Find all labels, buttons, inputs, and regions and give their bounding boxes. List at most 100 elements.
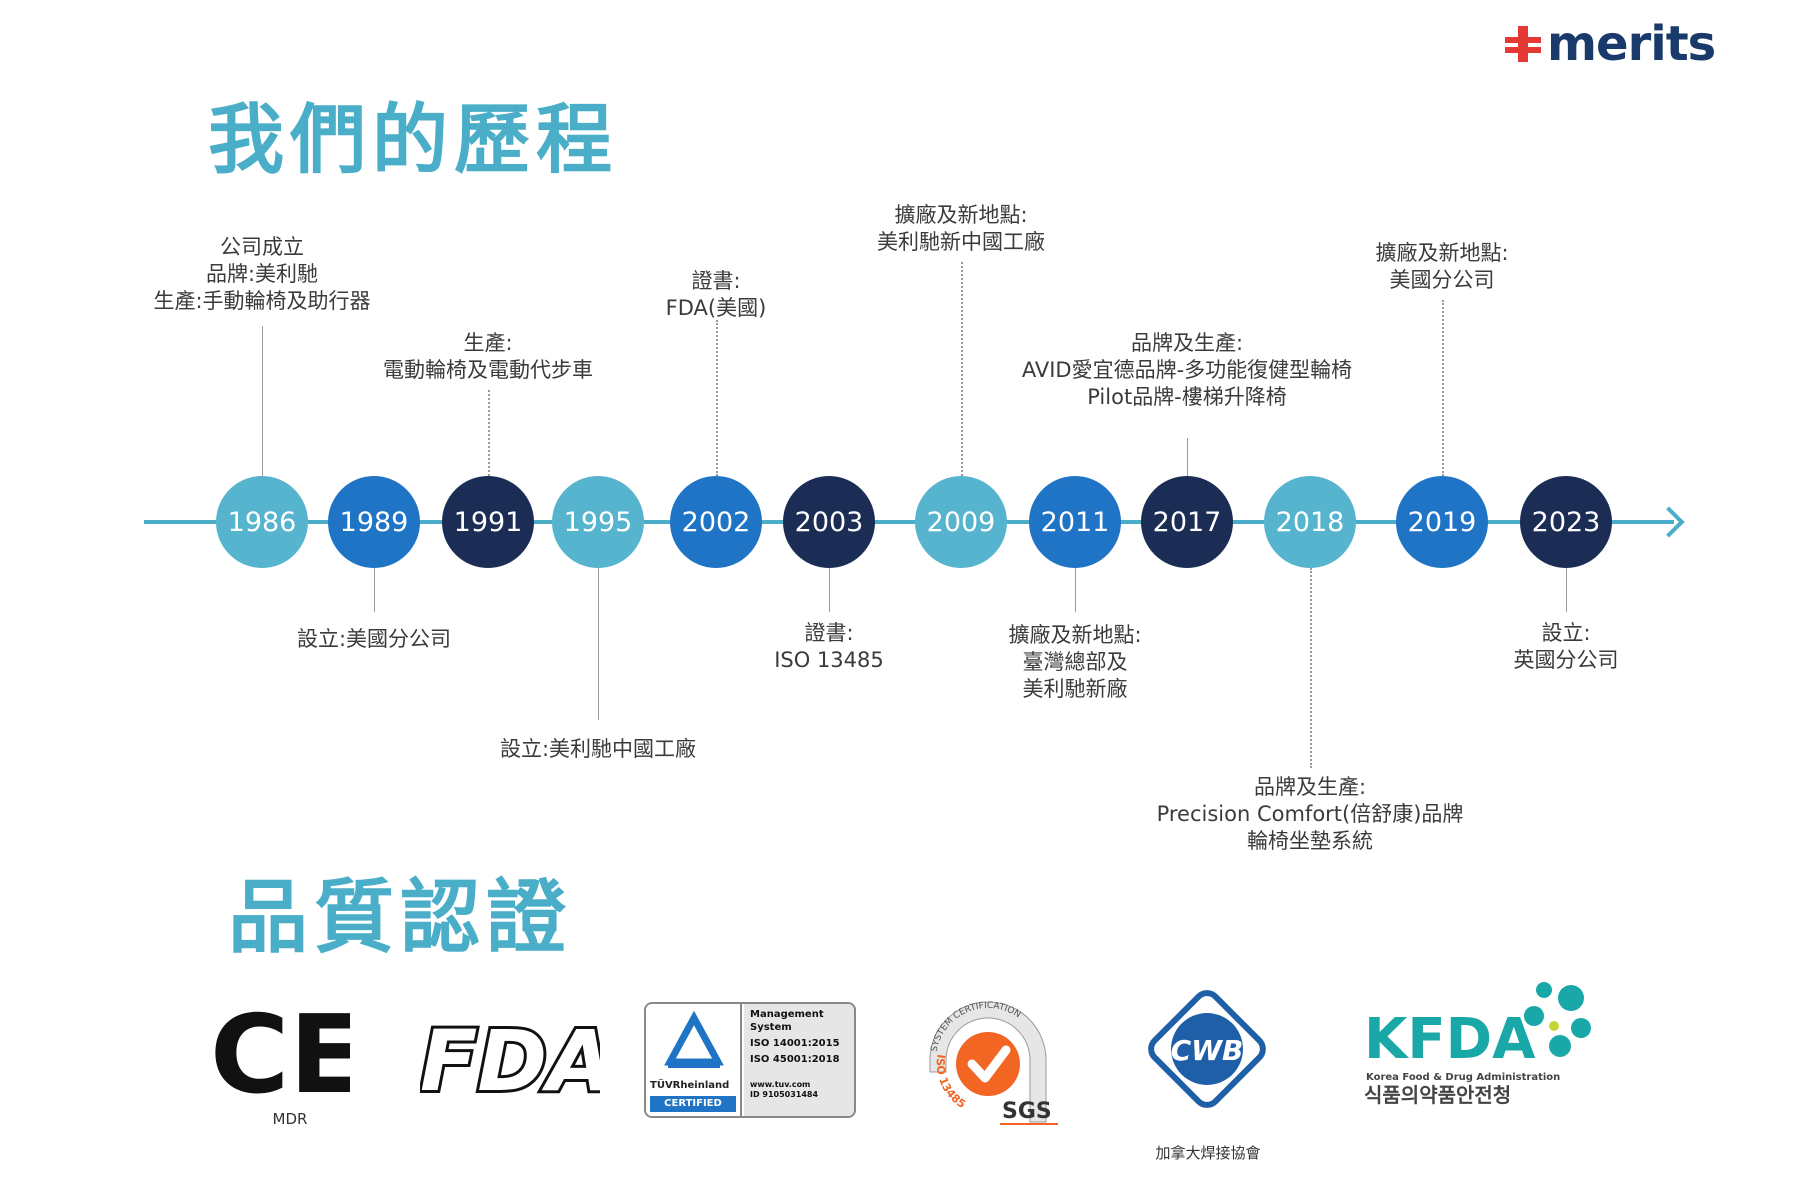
year-node-2019: 2019 [1396,476,1488,568]
kfda-icon: KFDA Korea Food & Drug Administration 식품… [1364,982,1591,1107]
sgs-icon: SYSTEM CERTIFICATION ISO 13485 SGS [929,1001,1058,1125]
event-2019: 擴廠及新地點: 美國分公司 [1182,240,1702,294]
ce-icon: CE [210,993,363,1118]
connector-2023 [1566,568,1567,612]
event-line: 品牌及生產: [1130,331,1244,355]
event-2009: 擴廠及新地點: 美利馳新中國工廠 [701,202,1221,256]
cwb-caption: 加拿大焊接協會 [1155,1144,1261,1162]
event-line: 公司成立 [220,235,304,259]
tuv-line: Management [750,1009,824,1020]
year-node-2002: 2002 [670,476,762,568]
year-node-2011: 2011 [1029,476,1121,568]
tuv-badge: CERTIFIED [650,1096,736,1112]
event-2018: 品牌及生產: Precision Comfort(倍舒康)品牌 輪椅坐墊系統 [1050,774,1570,855]
year-node-1991: 1991 [442,476,534,568]
svg-text:SGS: SGS [1002,1099,1052,1124]
history-title: 我們的歷程 [208,95,618,184]
merits-logo: merits [1503,16,1716,72]
event-line: 美國分公司 [1389,268,1495,292]
event-line: 設立:美利馳中國工廠 [499,737,697,761]
connector-1989 [374,568,375,612]
year-node-2003: 2003 [783,476,875,568]
year-node-2017: 2017 [1141,476,1233,568]
event-1991: 生產: 電動輪椅及電動代步車 [228,330,748,384]
event-line: 美利馳新中國工廠 [877,230,1045,254]
event-line: 輪椅坐墊系統 [1247,829,1373,853]
event-line: ISO 13485 [774,648,884,672]
fda-logo: FDA [417,1009,615,1113]
svg-text:식품의약품안전청: 식품의약품안전청 [1364,1083,1511,1107]
sgs-iso13485-logo: SYSTEM CERTIFICATION ISO 13485 SGS [908,982,1068,1136]
event-line: 生產:手動輪椅及助行器 [153,289,371,313]
connector-2018 [1310,568,1312,768]
connector-1995 [598,568,599,720]
tuv-footer: ID 9105031484 [750,1090,819,1099]
event-line: 品牌及生產: [1253,775,1367,799]
event-2011: 擴廠及新地點: 臺灣總部及 美利馳新廠 [815,622,1335,703]
event-line: 美利馳新廠 [1022,677,1128,701]
event-1986: 公司成立 品牌:美利馳 生產:手動輪椅及助行器 [2,234,522,315]
fda-icon: FDA [417,1009,615,1113]
kfda-logo: KFDA Korea Food & Drug Administration 식품… [1364,976,1604,1120]
logo-text: merits [1547,16,1716,72]
connector-1991 [488,390,490,476]
year-node-1986: 1986 [216,476,308,568]
event-line: 設立: [1541,621,1591,645]
event-line: 品牌:美利馳 [205,262,319,286]
event-2002: 證書: FDA(美國) [456,268,976,322]
event-line: Pilot品牌-樓梯升降椅 [1087,385,1287,409]
year-node-1995: 1995 [552,476,644,568]
tuv-line: ISO 45001:2018 [750,1054,840,1065]
event-line: 臺灣總部及 [1022,650,1128,674]
svg-text:FDA: FDA [420,1020,600,1100]
tuv-brand: TÜVRheinland [650,1080,730,1091]
cwb-logo: CWB [1140,982,1274,1120]
svg-text:Korea Food & Drug Administrati: Korea Food & Drug Administration [1366,1072,1560,1083]
svg-text:CE: CE [210,1004,350,1104]
event-line: 擴廠及新地點: [894,203,1028,227]
tuv-right-panel: Management System ISO 14001:2015 ISO 450… [744,1004,854,1116]
connector-2002 [716,320,718,476]
svg-text:KFDA: KFDA [1364,1007,1536,1072]
tuv-left-panel: TÜVRheinland CERTIFIED [646,1004,742,1116]
svg-text:CWB: CWB [1171,1034,1244,1067]
event-line: 生產: [463,331,513,355]
tuv-line: ISO 14001:2015 [750,1038,840,1049]
event-line: 擴廠及新地點: [1008,623,1142,647]
event-line: 電動輪椅及電動代步車 [383,358,593,382]
year-node-2018: 2018 [1264,476,1356,568]
connector-1986 [262,326,263,476]
connector-2017 [1187,438,1188,476]
tuv-line: System [750,1022,792,1033]
ce-mark-logo: CE [210,993,363,1118]
event-line: FDA(美國) [665,296,767,320]
connector-2019 [1442,300,1444,476]
year-node-1989: 1989 [328,476,420,568]
timeline-axis [144,520,1674,524]
connector-2003 [829,568,830,612]
tuv-triangle-icon [664,1010,724,1068]
year-node-2009: 2009 [915,476,1007,568]
tuv-footer: www.tuv.com [750,1080,811,1089]
event-line: 設立:美國分公司 [296,627,452,651]
event-line: 證書: [804,621,854,645]
ce-caption: MDR [272,1110,308,1128]
event-2003: 證書: ISO 13485 [569,620,1089,674]
tuv-certified-logo: TÜVRheinland CERTIFIED Management System… [644,1002,856,1118]
merits-cross-icon [1505,26,1541,62]
event-line: 英國分公司 [1513,648,1619,672]
event-1995: 設立:美利馳中國工廠 [338,736,858,763]
event-1989: 設立:美國分公司 [114,626,634,653]
event-line: 擴廠及新地點: [1375,241,1509,265]
event-line: Precision Comfort(倍舒康)品牌 [1156,802,1464,826]
quality-title: 品質認證 [228,871,572,964]
event-2017: 品牌及生產: AVID愛宜德品牌-多功能復健型輪椅 Pilot品牌-樓梯升降椅 [927,330,1447,411]
arrow-right-icon [1653,506,1685,538]
year-node-2023: 2023 [1520,476,1612,568]
connector-2009 [961,262,963,476]
cwb-icon: CWB [1148,990,1266,1108]
event-line: AVID愛宜德品牌-多功能復健型輪椅 [1021,358,1353,382]
connector-2011 [1075,568,1076,612]
event-line: 證書: [691,269,741,293]
event-2023: 設立: 英國分公司 [1306,620,1800,674]
